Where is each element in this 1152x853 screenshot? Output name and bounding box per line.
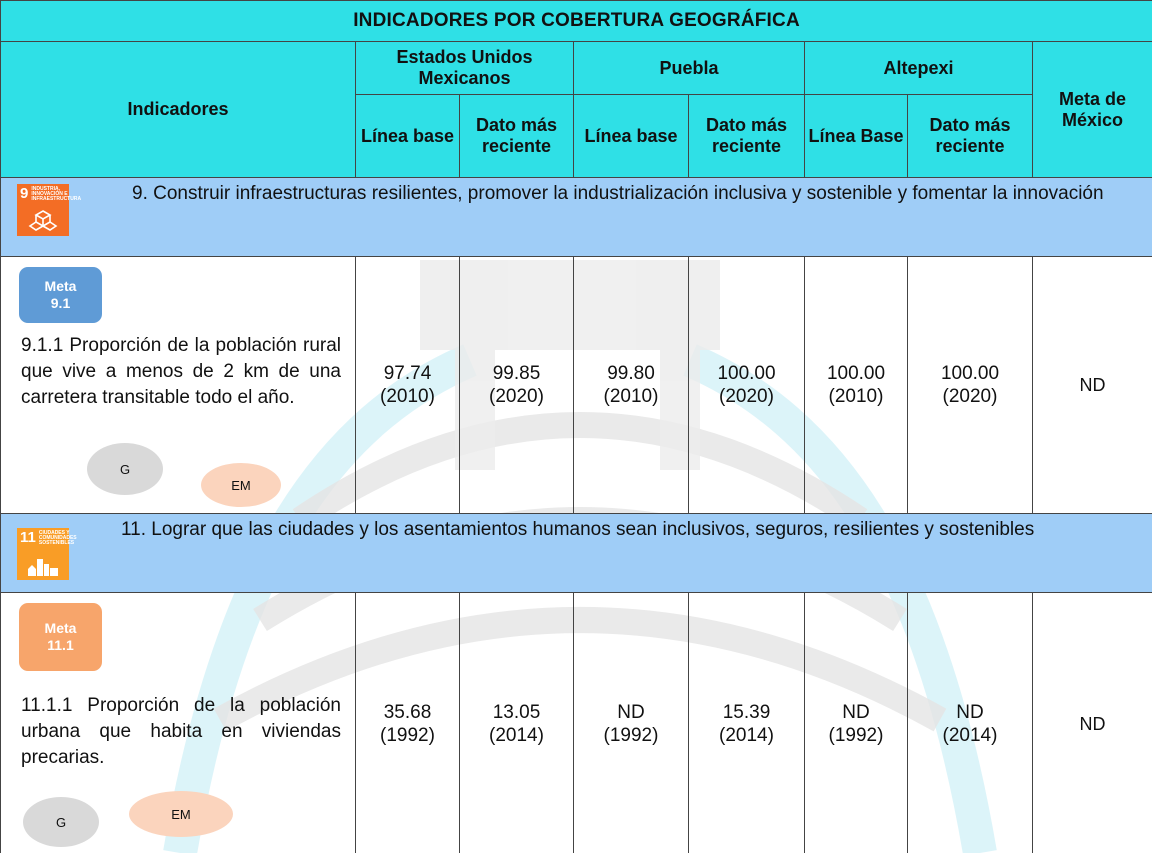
- year: (2014): [942, 725, 998, 746]
- cubes-icon: [28, 210, 58, 231]
- value: 35.68: [383, 702, 432, 723]
- indicator-11-1-1-text: 11.1.1 Proporción de la población urbana…: [21, 695, 341, 768]
- bubble-g: G: [23, 797, 99, 847]
- meta-number: 9.1: [50, 295, 71, 311]
- bubble-em: EM: [129, 791, 233, 837]
- value: ND: [956, 702, 984, 723]
- year: (2014): [719, 725, 774, 746]
- bubble-em: EM: [201, 463, 281, 507]
- header-region-puebla: Puebla: [573, 41, 805, 95]
- goal-11-text: 11. Lograr que las ciudades y los asenta…: [121, 519, 1035, 540]
- meta-11-1-badge: Meta 11.1: [19, 603, 102, 671]
- header-linea-base: Línea base: [355, 94, 460, 178]
- sdg-11-label: CIUDADES Y COMUNIDADES SOSTENIBLES: [38, 530, 77, 546]
- value: 97.74: [383, 363, 432, 384]
- sdg-9-number: 9: [20, 185, 29, 202]
- header-region-altepexi: Altepexi: [804, 41, 1033, 95]
- indicator-9-1-1-cell: Meta 9.1 9.1.1 Proporción de la població…: [0, 256, 356, 514]
- year: (2010): [380, 386, 435, 407]
- goal-9-text: 9. Construir infraestructuras resiliente…: [132, 183, 1104, 204]
- year: (1992): [603, 725, 659, 746]
- year: (2020): [489, 386, 544, 407]
- value: ND: [842, 702, 870, 723]
- value-cell: 100.00(2010): [804, 256, 908, 514]
- indicator-9-1-1-text: 9.1.1 Proporción de la población rural q…: [21, 335, 341, 408]
- year: (2010): [828, 386, 884, 407]
- meta-mexico-value: ND: [1031, 592, 1152, 853]
- year: (2010): [603, 386, 659, 407]
- bubble-g: G: [87, 443, 163, 495]
- header-dato-reciente: Dato más reciente: [907, 94, 1033, 178]
- value: 15.39: [722, 702, 771, 723]
- value-cell: 13.05(2014): [459, 592, 574, 853]
- header-region-mexico: Estados Unidos Mexicanos: [355, 41, 574, 95]
- value: ND: [617, 702, 645, 723]
- header-dato-reciente: Dato más reciente: [459, 94, 574, 178]
- value-cell: 15.39(2014): [688, 592, 805, 853]
- year: (2020): [942, 386, 998, 407]
- header-linea-base: Línea base: [573, 94, 689, 178]
- year: (1992): [380, 725, 435, 746]
- sdg-11-number: 11: [20, 529, 36, 546]
- value-cell: ND(1992): [804, 592, 908, 853]
- indicator-11-1-1-cell: Meta 11.1 11.1.1 Proporción de la poblac…: [0, 592, 356, 853]
- year: (2014): [489, 725, 544, 746]
- value: 100.00: [826, 363, 886, 384]
- meta-label: Meta: [44, 620, 77, 636]
- value: 99.85: [492, 363, 541, 384]
- meta-9-1-badge: Meta 9.1: [19, 267, 102, 323]
- year: (2020): [719, 386, 774, 407]
- year: (1992): [828, 725, 884, 746]
- header-indicators: Indicadores: [0, 41, 356, 178]
- city-icon: [28, 559, 58, 576]
- value-cell: 35.68(1992): [355, 592, 460, 853]
- value-cell: 99.85(2020): [459, 256, 574, 514]
- header-linea-base: Línea Base: [804, 94, 908, 178]
- value: 99.80: [607, 363, 655, 384]
- value-cell: 100.00(2020): [688, 256, 805, 514]
- value: 100.00: [940, 363, 1000, 384]
- sdg-9-label: INDUSTRIA, INNOVACIÓN E INFRAESTRUCTURA: [31, 186, 82, 202]
- value: 100.00: [717, 363, 776, 384]
- meta-number: 11.1: [47, 637, 74, 653]
- value-cell: 100.00(2020): [907, 256, 1033, 514]
- header-dato-reciente: Dato más reciente: [688, 94, 805, 178]
- meta-label: Meta: [44, 278, 77, 294]
- header-meta-mexico: Meta de México: [1031, 41, 1152, 178]
- table-title: INDICADORES POR COBERTURA GEOGRÁFICA: [0, 0, 1152, 42]
- value-cell: 97.74(2010): [355, 256, 460, 514]
- value-cell: 99.80(2010): [573, 256, 689, 514]
- value: 13.05: [492, 702, 541, 723]
- value-cell: ND(2014): [907, 592, 1033, 853]
- value-cell: ND(1992): [573, 592, 689, 853]
- meta-mexico-value: ND: [1031, 256, 1152, 514]
